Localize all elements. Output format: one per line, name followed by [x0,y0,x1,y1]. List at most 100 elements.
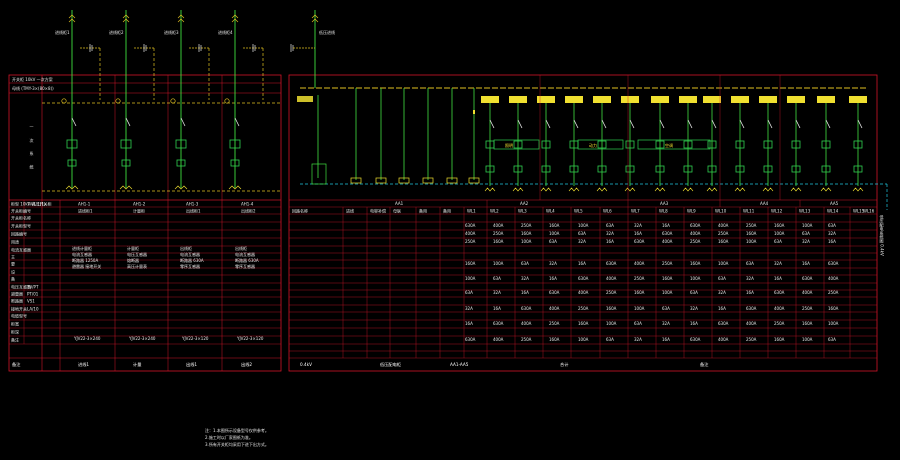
arrester-icon [177,14,185,23]
terminal-icon [568,187,580,192]
right-row1-cell: WL9 [687,209,696,214]
incoming-feeder-label-right: 低压进线 [319,29,335,35]
load-group-box-1 [493,139,540,150]
left-col-desc: 避雷器 接地开关 [72,263,101,269]
right-table-cell: 16A [690,321,698,326]
right-row1-cell: WL8 [659,209,668,214]
right-table-cell: 630A [606,261,617,266]
meter-box [707,165,717,173]
left-col-name: 出线柜2 [241,208,256,214]
right-table-cell: 63A [662,306,670,311]
left-frame [8,74,282,372]
breaker-box [853,140,863,149]
right-table-cell: 100A [578,223,589,228]
left-side-label: 一 次 系 统 [30,125,35,173]
right-table-cell: 32A [578,239,586,244]
ground-icon [143,44,147,52]
switch-icon [545,119,551,129]
right-table-cell: 100A [746,239,757,244]
left-row-label: 用途 [11,239,19,245]
left-col-desc: 断路器 630A [180,257,204,263]
left-param-label: TV/1 1(1) [26,202,46,207]
terminal-icon [484,187,496,192]
right-row1-cell: WL2 [490,209,499,214]
switch-icon [180,117,186,127]
meter-box [176,159,186,167]
incoming-feeder-label: 进线柜3 [164,29,179,35]
right-table-cell: 63A [802,231,810,236]
arrester-icon [231,14,239,23]
right-table-cell: 630A [802,276,813,281]
right-table-cell: 100A [634,306,645,311]
meter-box [763,165,773,173]
main-breaker-box [311,163,327,185]
meter-box [821,165,831,173]
right-feeders [297,75,867,200]
meter-box [230,159,240,167]
terminal-icon [734,187,746,192]
right-table-cell: 100A [521,239,532,244]
right-table-cell: 160A [549,337,560,342]
left-col-desc: 熔断器 [127,257,139,263]
right-side-label: 低压配电系统图 0.4kV [880,214,885,256]
left-col-desc: 电流互感器 [180,251,200,257]
meter-box [569,165,579,173]
right-table-cell: 160A [606,306,617,311]
left-col-number: AH1-4 [241,202,254,207]
right-bottom-note: 0.4kV [300,362,312,367]
right-table-cell: 400A [828,276,839,281]
meter-box [735,165,745,173]
right-table-cell: 32A [521,276,529,281]
left-col-desc: 电流互感器 [235,251,255,257]
right-table-cell: 250A [746,223,757,228]
right-table-cell: 250A [828,290,839,295]
terminal-icon [540,187,552,192]
right-table-cell: 32A [606,231,614,236]
left-row-label: 开关柜编号 [11,208,31,214]
ground-icon [89,44,93,52]
switch-icon [125,117,131,127]
outgoing-device-box [537,96,555,103]
right-group-header: AA2 [520,201,529,206]
terminal-icon [65,185,79,190]
ct-icon [115,98,121,104]
outgoing-device-box [787,96,805,103]
right-table-cell: 160A [521,231,532,236]
right-row1-cell: WL6 [603,209,612,214]
right-table-cell: 32A [634,223,642,228]
right-table-cell: 16A [746,290,754,295]
right-table-cell: 32A [549,261,557,266]
right-table-cell: 63A [828,337,836,342]
left-row-label: 接地开关 [11,306,27,312]
right-table-cell: 160A [549,223,560,228]
switch-icon [795,119,801,129]
right-table-cell: 100A [802,337,813,342]
right-table-cell: 630A [746,306,757,311]
right-table-cell: 400A [718,223,729,228]
terminal-icon [596,187,608,192]
right-table-cell: 630A [718,321,729,326]
right-table-cell: 100A [493,261,504,266]
arrester-icon [311,14,319,23]
left-panel: 开关柜 10kV 一次方案 母线 (TMY-3×(80×8)) 一 次 系 统 … [8,74,282,372]
branch-device-box [350,177,362,184]
incoming-feeder-label: 进线柜2 [109,29,124,35]
load-group-box-2 [577,139,624,150]
right-table-cell: 630A [662,231,673,236]
switch-icon [825,119,831,129]
right-row1-cell: 电容补偿 [370,208,386,214]
right-table-cell: 16A [802,261,810,266]
right-table-cell: 250A [465,239,476,244]
breaker-box [655,140,665,149]
left-col-desc: 零序互感器 [235,263,255,269]
right-table-cell: 160A [634,290,645,295]
right-bottom-note: 合计 [560,361,568,368]
breaker-box [175,139,187,149]
left-col-desc: 计量柜 [127,245,139,251]
left-row-label: 避雷器 [11,291,23,297]
right-table-cell: 100A [549,231,560,236]
right-table-cell: 250A [578,306,589,311]
right-table-cell: 250A [606,290,617,295]
meter-box [625,165,635,173]
right-table-cell: 160A [828,306,839,311]
